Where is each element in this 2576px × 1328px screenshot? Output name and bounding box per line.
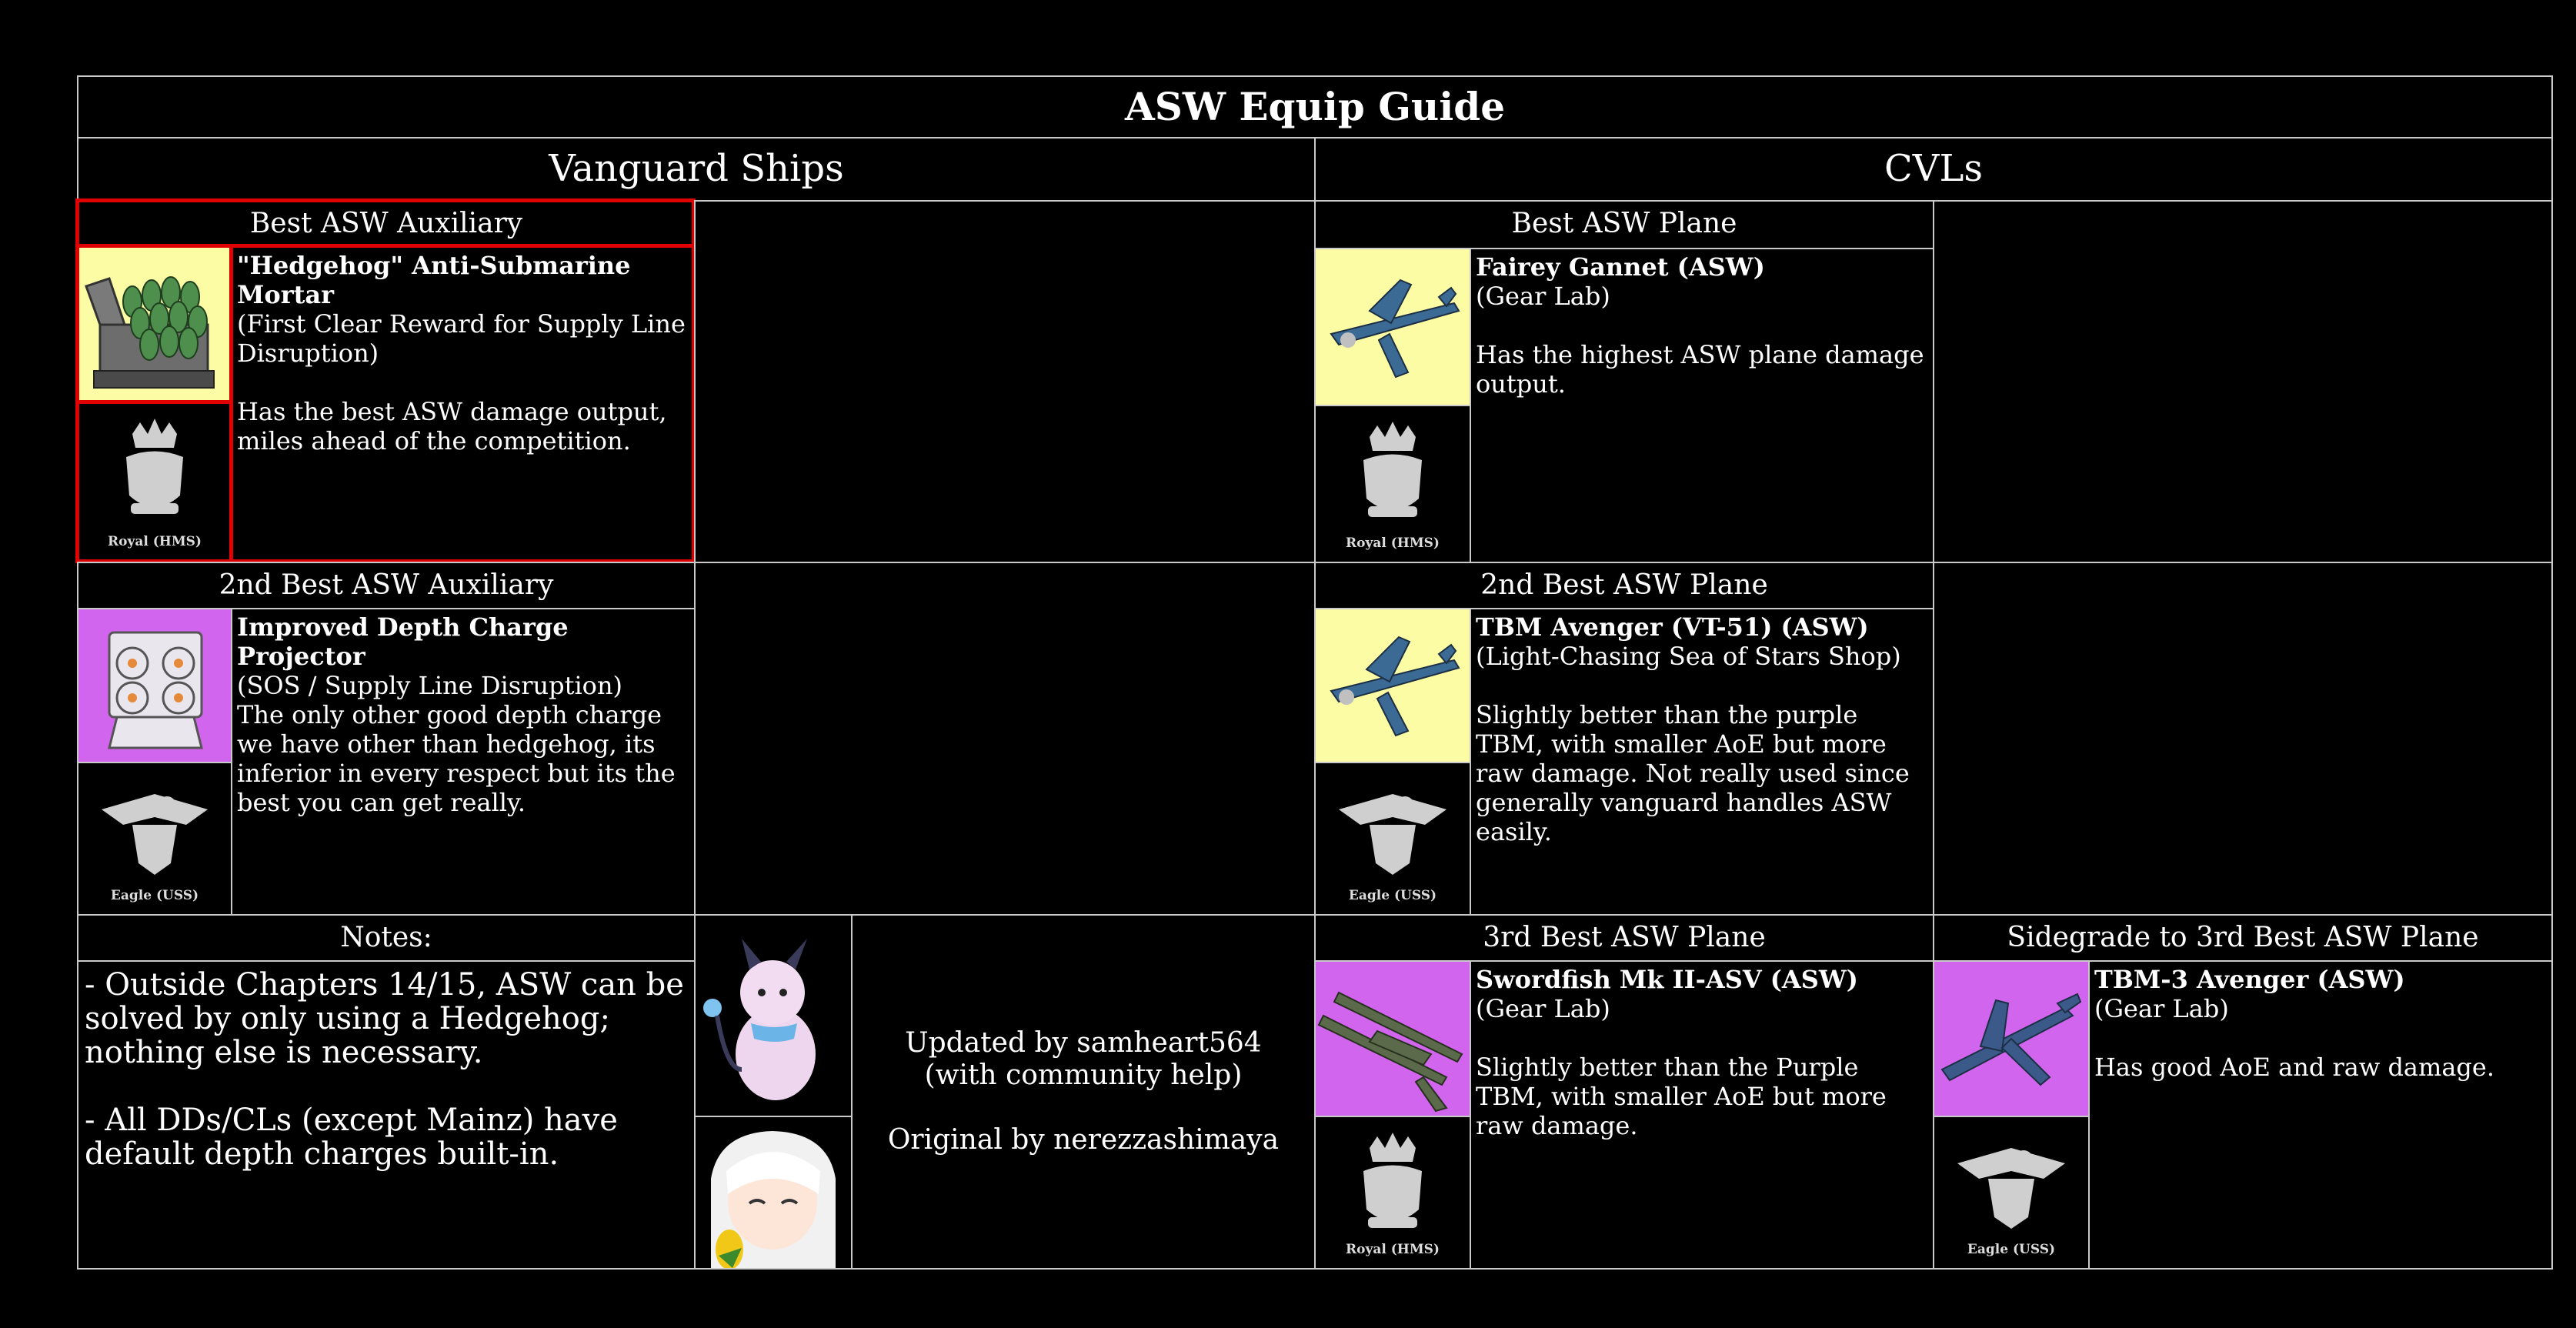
note-item: - All DDs/CLs (except Mainz) have defaul… [85,1103,618,1172]
equip-source: (First Clear Reward for Supply Line Disr… [237,309,686,368]
faction-label: Royal (HMS) [1346,1242,1440,1257]
updated-by-text: Updated by samheart564 [905,1027,1262,1059]
royal-crest-icon [1363,1133,1422,1228]
best-asw-plane-header: Best ASW Plane [1314,200,1934,249]
tbm-vt51-description-cell: TBM Avenger (VT-51) (ASW) (Light-Chasing… [1470,608,1934,916]
equip-description: The only other good depth charge we have… [237,700,676,817]
sidegrade-asw-plane-header: Sidegrade to 3rd Best ASW Plane [1933,914,2553,962]
white-hair-girl-avatar-icon [711,1131,836,1268]
tbm-avenger-plane-icon [1330,636,1460,737]
royal-crest-icon [1363,422,1422,517]
equip-source: (Gear Lab) [2094,994,2229,1023]
faction-label: Royal (HMS) [108,534,202,549]
section-header-cvl: CVLs [1314,137,2553,202]
second-asw-plane-header: 2nd Best ASW Plane [1314,562,1934,609]
credits-cell: Updated by samheart564 (with community h… [851,914,1316,1270]
equip-name: Improved Depth Charge Projector [237,612,569,671]
tbm3-avenger-plane-icon [1940,993,2082,1086]
original-by-text: Original by nerezzashimaya [887,1124,1280,1156]
equip-source: (SOS / Supply Line Disruption) [237,671,623,700]
mascot-avatar-icon [703,939,816,1100]
section-header-vanguard: Vanguard Ships [77,137,1316,202]
gannet-description-cell: Fairey Gannet (ASW) (Gear Lab) Has the h… [1470,248,1934,563]
royal-faction-badge: Royal (HMS) [77,402,232,562]
swordfish-biplane-icon [1317,991,1463,1113]
equip-description: Slightly better than the Purple TBM, wit… [1476,1053,1887,1140]
page-title: ASW Equip Guide [77,75,2553,138]
equip-name: Fairey Gannet (ASW) [1476,252,1765,282]
equip-name: Swordfish Mk II-ASV (ASW) [1476,965,1858,994]
equip-source: (Gear Lab) [1476,282,1610,311]
community-help-text: (with community help) [924,1059,1243,1091]
royal-faction-badge: Royal (HMS) [1314,405,1471,563]
highlight-divider [75,244,696,248]
swordfish-equip-image [1314,960,1471,1117]
third-asw-plane-header: 3rd Best ASW Plane [1314,914,1934,962]
empty-cell [694,562,1316,916]
faction-label: Eagle (USS) [1348,888,1437,903]
eagle-faction-badge: Eagle (USS) [1314,762,1471,916]
tbm3-equip-image [1933,960,2090,1117]
equip-name: "Hedgehog" Anti-Submarine Mortar [237,251,631,309]
contributor-avatar-bottom [694,1116,853,1270]
equip-description: Slightly better than the purple TBM, wit… [1476,700,1910,846]
equip-source: (Gear Lab) [1476,994,1610,1023]
swordfish-description-cell: Swordfish Mk II-ASV (ASW) (Gear Lab) Sli… [1470,960,1934,1270]
fairey-gannet-plane-icon [1330,279,1460,379]
equip-name: TBM Avenger (VT-51) (ASW) [1476,612,1869,642]
highlight-divider [75,400,233,404]
hedgehog-equip-image [77,246,232,403]
faction-label: Royal (HMS) [1346,536,1440,551]
eagle-faction-badge: Eagle (USS) [77,762,232,916]
eagle-faction-badge: Eagle (USS) [1933,1116,2090,1270]
tbm3-description-cell: TBM-3 Avenger (ASW) (Gear Lab) Has good … [2088,960,2553,1270]
hedgehog-description-cell: "Hedgehog" Anti-Submarine Mortar (First … [231,246,696,562]
depth-charge-description-cell: Improved Depth Charge Projector (SOS / S… [231,608,696,916]
eagle-crest-icon [102,794,208,875]
eagle-crest-icon [1339,794,1446,875]
equip-description: Has good AoE and raw damage. [2094,1053,2495,1082]
equip-name: TBM-3 Avenger (ASW) [2094,965,2405,994]
tbm-vt51-equip-image [1314,608,1471,763]
hedgehog-mortar-icon [85,276,215,389]
gannet-equip-image [1314,248,1471,406]
royal-crest-icon [126,419,183,514]
empty-cell [1933,562,2553,916]
note-item: - Outside Chapters 14/15, ASW can be sol… [85,967,684,1070]
royal-faction-badge: Royal (HMS) [1314,1116,1471,1270]
equip-description: Has the best ASW damage output, miles ah… [237,397,667,455]
notes-header: Notes: [77,914,696,962]
best-asw-auxiliary-header: Best ASW Auxiliary [77,200,696,248]
faction-label: Eagle (USS) [110,888,199,903]
equip-source: (Light-Chasing Sea of Stars Shop) [1476,642,1901,671]
faction-label: Eagle (USS) [1967,1242,2056,1257]
empty-cell [1933,200,2553,563]
empty-cell [694,200,1316,563]
depth-charge-projector-icon [108,631,203,749]
equip-description: Has the highest ASW plane damage output. [1476,340,1924,399]
contributor-avatar-top [694,914,853,1117]
eagle-crest-icon [1957,1148,2065,1229]
depth-charge-equip-image [77,608,232,763]
notes-body: - Outside Chapters 14/15, ASW can be sol… [77,960,696,1270]
second-asw-auxiliary-header: 2nd Best ASW Auxiliary [77,562,696,609]
